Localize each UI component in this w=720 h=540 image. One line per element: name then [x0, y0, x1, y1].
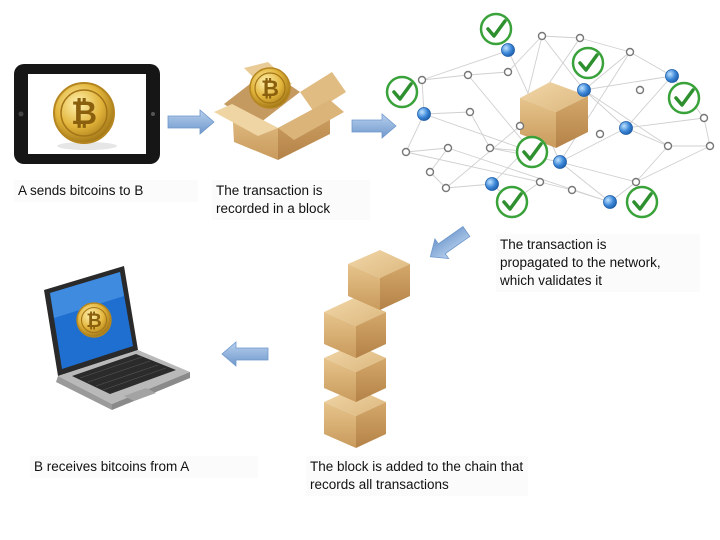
block-cube-icon: [348, 250, 410, 310]
checkmark-icon: [571, 46, 605, 80]
bitcoin-coin-icon: ₿: [53, 82, 115, 144]
network-blue-nodes: [417, 43, 679, 209]
arrow-right-icon: [351, 113, 397, 139]
block-cube-icon: [520, 82, 588, 148]
checkmark-icon: [495, 185, 529, 219]
step-4-caption: The block is added to the chain that rec…: [306, 456, 528, 496]
arrow-right-icon: [167, 109, 215, 135]
bitcoin-symbol: ₿: [86, 310, 101, 332]
tablet-icon: ₿: [14, 64, 160, 164]
arrow-left-icon: [221, 341, 269, 367]
checkmark-icon: [479, 12, 513, 46]
bitcoin-coin-icon: ₿: [76, 302, 112, 338]
open-box-icon: ₿: [214, 62, 346, 160]
step-5-caption: B receives bitcoins from A: [30, 456, 258, 478]
arrow-down-left-icon: [429, 226, 471, 260]
checkmark-icon: [667, 81, 701, 115]
network-nodes: [401, 31, 715, 195]
step-1-caption: A sends bitcoins to B: [14, 180, 198, 202]
block-cube-icon: [324, 298, 386, 358]
step-3-caption: The transaction is propagated to the net…: [496, 234, 700, 292]
checkmark-icon: [625, 185, 659, 219]
block-cube-icon: [324, 344, 386, 402]
block-stack-icon: [324, 250, 410, 448]
bitcoin-coin-icon: ₿: [249, 67, 291, 109]
bitcoin-symbol: ₿: [71, 94, 97, 132]
checkmark-icon: [515, 135, 549, 169]
laptop-icon: ₿: [44, 266, 190, 410]
checkmark-icon: [385, 75, 419, 109]
step-2-caption: The transaction is recorded in a block: [212, 180, 370, 220]
checkmark-badges: [385, 12, 701, 219]
bitcoin-symbol: ₿: [261, 77, 279, 102]
